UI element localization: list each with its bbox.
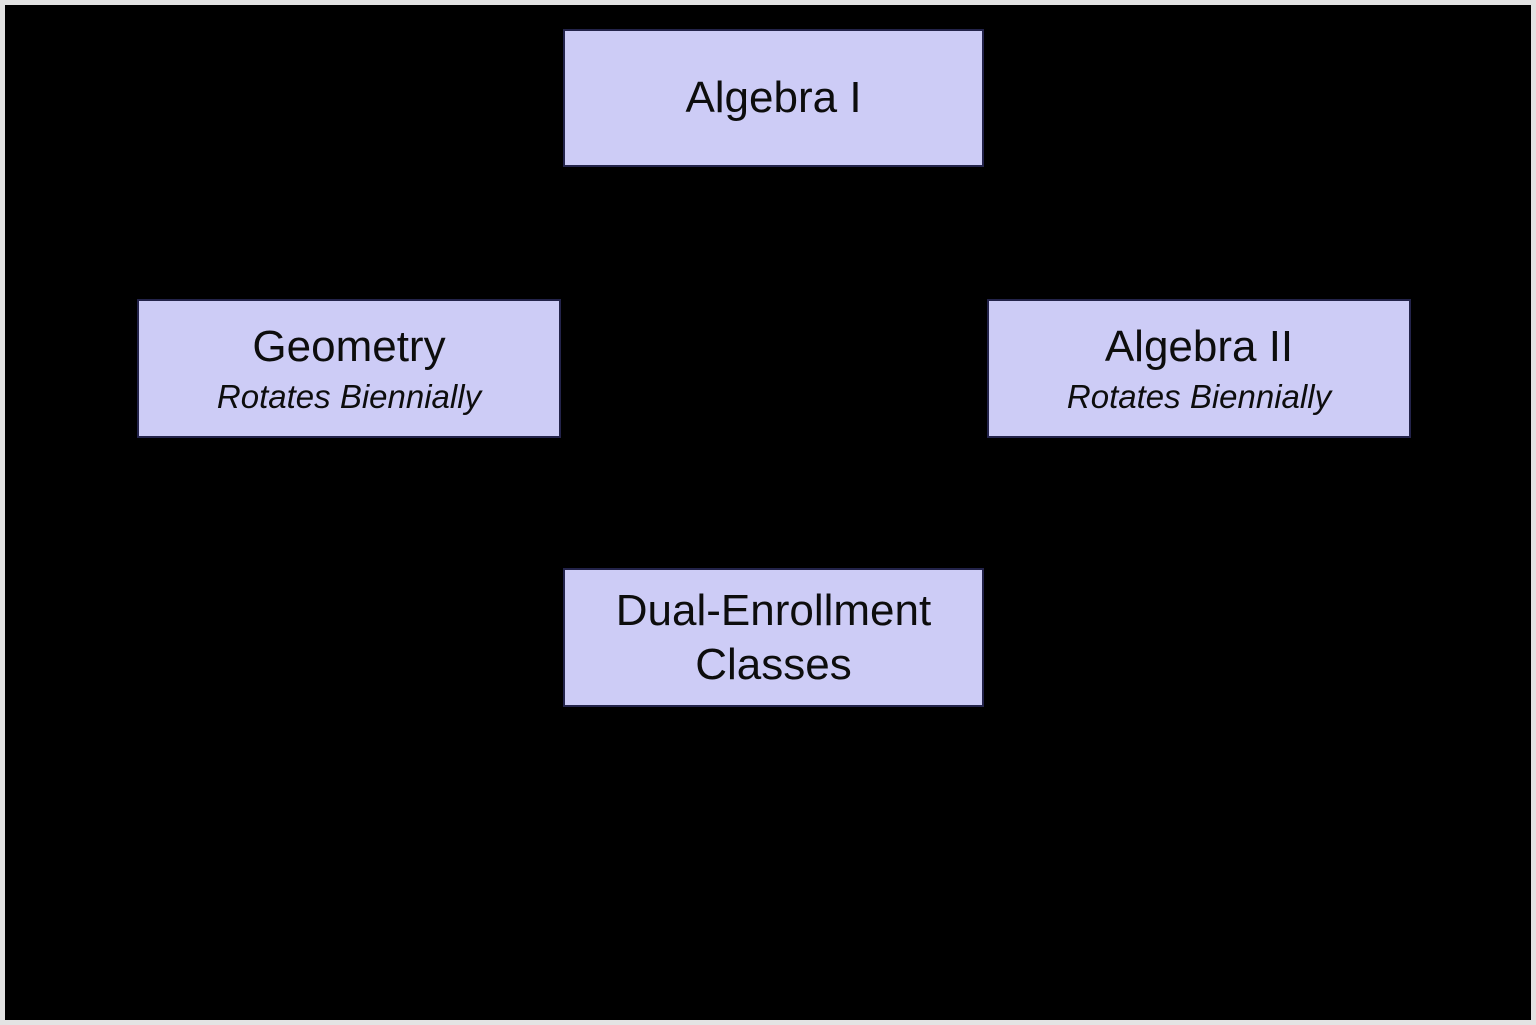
node-dual-enrollment-title: Dual-Enrollment Classes (615, 585, 932, 689)
node-algebra-ii: Algebra II Rotates Biennially (987, 299, 1411, 438)
node-algebra-ii-title: Algebra II (1104, 322, 1294, 372)
node-geometry-title: Geometry (252, 322, 446, 372)
node-algebra-i-title: Algebra I (685, 73, 862, 123)
node-algebra-i: Algebra I (563, 29, 984, 167)
node-algebra-ii-subtitle: Rotates Biennially (1066, 377, 1332, 415)
node-dual-enrollment: Dual-Enrollment Classes (563, 568, 984, 707)
node-geometry-subtitle: Rotates Biennially (216, 377, 482, 415)
node-geometry: Geometry Rotates Biennially (137, 299, 561, 438)
